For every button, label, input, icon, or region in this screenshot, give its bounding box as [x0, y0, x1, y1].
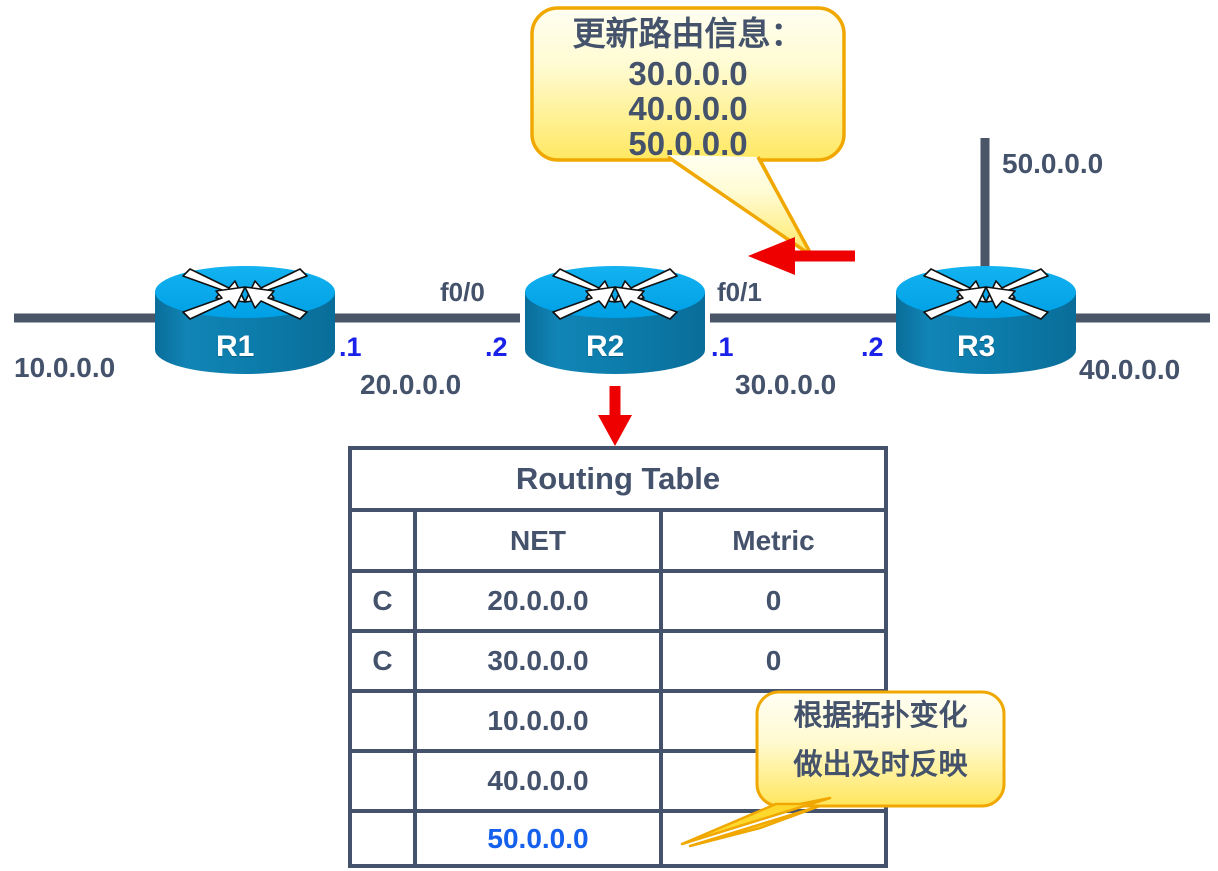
routing-table-title: Routing Table — [515, 461, 721, 496]
table-row — [661, 691, 886, 751]
table-row: 10.0.0.0 — [487, 705, 589, 736]
table-row: 0 — [765, 585, 782, 616]
table-row: 50.0.0.0 — [487, 822, 589, 854]
router-r3-label: R3 — [957, 330, 996, 363]
table-row: 30.0.0.0 — [487, 645, 589, 676]
table-row: 0 — [765, 645, 782, 676]
network-links — [14, 138, 1210, 323]
table-row — [661, 811, 886, 866]
callout-note-bubble — [680, 690, 1006, 848]
table-row: 20.0.0.0 — [487, 585, 589, 616]
router-r1-label: R1 — [216, 330, 255, 363]
table-row: C — [372, 585, 393, 616]
callout-update-line-1: 30.0.0.0 — [628, 55, 748, 92]
network-label-50-0-0-0: 50.0.0.0 — [1002, 148, 1104, 179]
router-arrows-icon — [552, 268, 678, 320]
table-row: 40.0.0.0 — [487, 765, 589, 796]
red-arrow-down-icon — [598, 386, 632, 446]
red-arrow-left-icon — [748, 237, 855, 275]
network-label-10-0-0-0: 10.0.0.0 — [14, 352, 116, 383]
network-label-30-0-0-0: 30.0.0.0 — [735, 369, 837, 400]
router-r1[interactable] — [155, 266, 335, 377]
table-row — [661, 751, 886, 811]
table-row: C — [372, 645, 393, 676]
router-arrows-icon — [923, 268, 1049, 320]
callout-note-line-1: 根据拓扑变化 — [793, 700, 968, 732]
router-arrows-icon — [182, 268, 308, 320]
callout-update-heading: 更新路由信息： — [572, 15, 804, 52]
network-label-40-0-0-0: 40.0.0.0 — [1079, 354, 1181, 385]
interface-addr-r3-left: .2 — [861, 332, 884, 362]
router-r3[interactable] — [896, 266, 1076, 374]
router-r2-label: R2 — [586, 330, 625, 363]
router-r2[interactable] — [525, 266, 705, 374]
callout-update-line-3: 50.0.0.0 — [628, 125, 748, 162]
table-row — [350, 691, 415, 751]
callout-update-bubble — [530, 6, 846, 258]
routing-table-header-metric: Metric — [732, 524, 815, 556]
interface-label-f0-0: f0/0 — [440, 277, 485, 307]
callout-update-line-2: 40.0.0.0 — [628, 90, 748, 127]
table-row — [350, 751, 415, 811]
callout-note-line-2: 做出及时反映 — [793, 749, 968, 781]
network-label-20-0-0-0: 20.0.0.0 — [360, 369, 462, 400]
interface-addr-r2-left: .2 — [485, 332, 508, 362]
table-row — [350, 811, 415, 866]
routing-table-header-net: NET — [510, 524, 566, 556]
interface-addr-r1-right: .1 — [339, 332, 362, 362]
interface-addr-r2-right: .1 — [711, 332, 734, 362]
interface-label-f0-1: f0/1 — [717, 277, 762, 307]
